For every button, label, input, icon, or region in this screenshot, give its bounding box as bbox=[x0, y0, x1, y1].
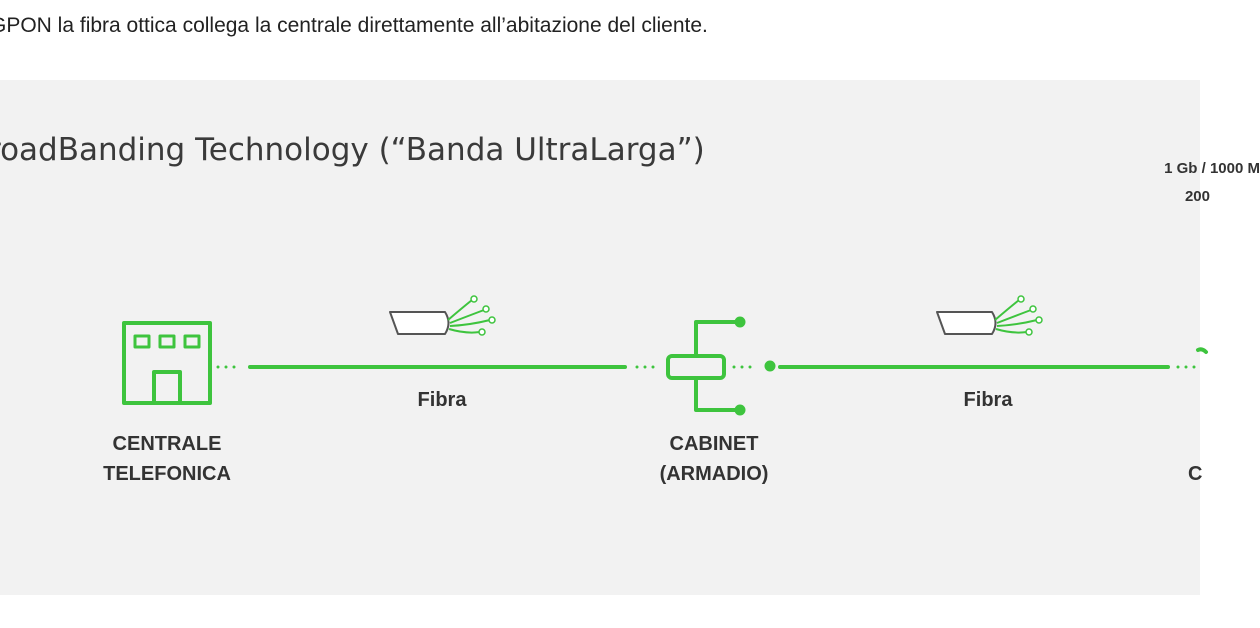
cabinet-icon bbox=[666, 316, 776, 416]
node-label-line1: C bbox=[1188, 463, 1203, 485]
node-label-line2: (ARMADIO) bbox=[659, 463, 769, 485]
node-label-line1: CABINET bbox=[669, 433, 759, 455]
fiber-link-2 bbox=[732, 365, 1196, 369]
fiber-link-1 bbox=[216, 365, 655, 369]
intro-text: GPON la fibra ottica collega la centrale… bbox=[0, 14, 708, 37]
network-diagram bbox=[122, 295, 1208, 416]
building-icon bbox=[122, 321, 212, 405]
node-label-customer: C bbox=[1188, 459, 1202, 489]
node-label-centrale: CENTRALE TELEFONICA bbox=[37, 429, 297, 489]
fiber-cable-icon bbox=[936, 295, 1043, 336]
node-label-line1: CENTRALE bbox=[112, 433, 222, 455]
link-label-fibra-1: Fibra bbox=[417, 389, 467, 411]
node-label-line2: TELEFONICA bbox=[103, 463, 231, 485]
diagram-title: roadBanding Technology (“Banda UltraLarg… bbox=[0, 132, 705, 168]
speed-label-line1: 1 Gb / 1000 M bbox=[1164, 160, 1260, 177]
link-label-fibra-2: Fibra bbox=[963, 389, 1013, 411]
diagram-panel: roadBanding Technology (“Banda UltraLarg… bbox=[0, 80, 1260, 595]
customer-node-icon bbox=[1196, 347, 1208, 354]
speed-label-line2: 200 bbox=[1184, 188, 1210, 205]
node-label-cabinet: CABINET (ARMADIO) bbox=[584, 429, 844, 489]
fiber-cable-icon bbox=[389, 295, 496, 336]
